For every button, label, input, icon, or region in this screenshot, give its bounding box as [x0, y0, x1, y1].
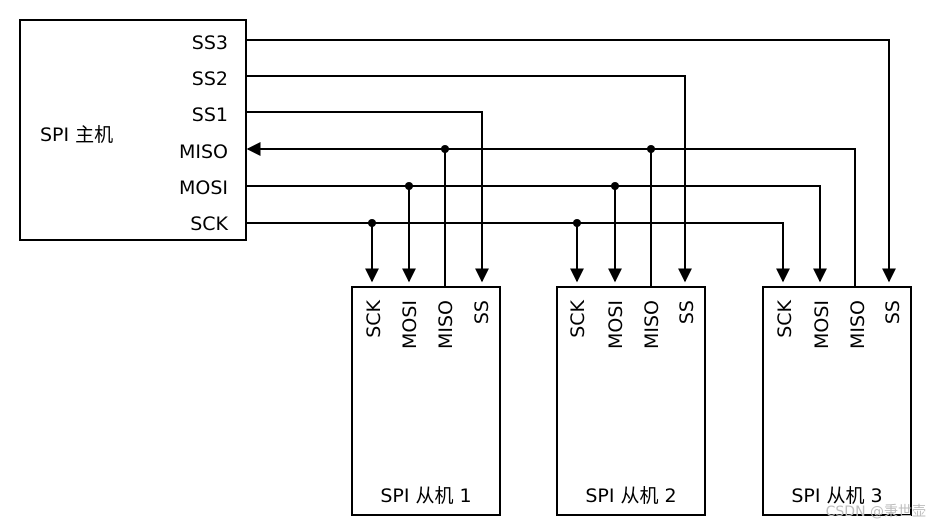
slave2-pin-miso: MISO: [641, 300, 663, 349]
slave3-pin-miso: MISO: [847, 300, 869, 349]
slave2-pin-ss: SS: [676, 300, 698, 324]
ss1-wire: [246, 111, 489, 283]
slave2-pin-mosi: MOSI: [605, 300, 627, 349]
master-pin-mosi: MOSI: [179, 177, 228, 199]
master-title: SPI 主机: [40, 124, 113, 146]
ss3-wire: [246, 39, 896, 283]
slave1-pin-mosi: MOSI: [399, 300, 421, 349]
sck-junction-2: [573, 219, 581, 227]
mosi-bus: [246, 185, 827, 283]
slave-title-3: SPI 从机 3: [791, 485, 882, 507]
miso-bus: [246, 142, 856, 287]
mosi-junction-1: [405, 182, 413, 190]
slave-box-3: [762, 286, 912, 516]
master-pin-ss2: SS2: [192, 68, 228, 90]
master-box: [19, 19, 247, 241]
watermark: CSDN @秉世壶: [826, 504, 926, 520]
sck-bus: [246, 222, 790, 283]
slave1-pin-miso: MISO: [435, 300, 457, 349]
slave3-pin-ss: SS: [882, 300, 904, 324]
miso-junction-2: [647, 145, 655, 153]
master-pin-ss1: SS1: [192, 104, 228, 126]
slave-title-2: SPI 从机 2: [585, 485, 676, 507]
master-pin-sck: SCK: [190, 213, 228, 235]
slave1-pin-sck: SCK: [363, 299, 385, 337]
sck-junction-1: [368, 219, 376, 227]
miso-junction-1: [441, 145, 449, 153]
master-pin-ss3: SS3: [192, 32, 228, 54]
slave2-pin-sck: SCK: [567, 299, 589, 337]
slave-title-1: SPI 从机 1: [380, 485, 471, 507]
slave1-pin-ss: SS: [471, 300, 493, 324]
mosi-junction-2: [611, 182, 619, 190]
ss2-wire: [246, 75, 692, 283]
slave3-pin-sck: SCK: [774, 299, 796, 337]
slave-box-1: [351, 286, 501, 516]
slave3-pin-mosi: MOSI: [811, 300, 833, 349]
slave-box-2: [556, 286, 706, 516]
master-pin-miso: MISO: [179, 141, 228, 163]
